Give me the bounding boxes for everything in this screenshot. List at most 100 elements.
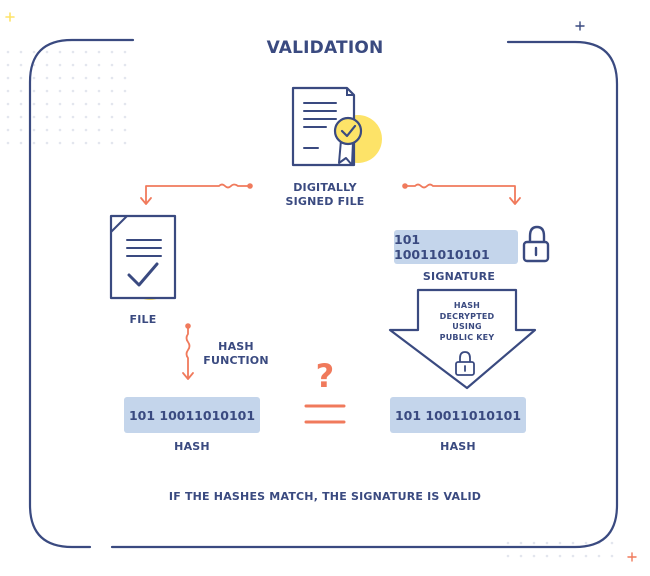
signed-file-label-line2: SIGNED FILE — [285, 195, 365, 208]
decor-dot — [45, 102, 49, 106]
decor-dot — [84, 141, 88, 145]
decor-dot — [6, 128, 10, 132]
decor-dot — [532, 541, 536, 545]
decor-dot — [571, 554, 575, 558]
decor-dot — [123, 76, 127, 80]
decor-dot — [84, 76, 88, 80]
decor-dot — [506, 554, 510, 558]
padlock-icon-small — [455, 351, 475, 376]
decor-dot — [558, 554, 562, 558]
decor-dot — [58, 128, 62, 132]
arrow-start-dot — [247, 183, 253, 189]
sparkle-icon-bottom-right — [627, 552, 637, 562]
decor-dot — [110, 141, 114, 145]
decrypt-label-line4: PUBLIC KEY — [439, 332, 495, 342]
padlock-icon — [522, 225, 550, 263]
decor-dot — [6, 63, 10, 67]
decor-dot — [110, 63, 114, 67]
decor-dot — [19, 89, 23, 93]
decor-dot — [571, 541, 575, 545]
decor-dot — [58, 141, 62, 145]
decor-dot — [58, 89, 62, 93]
decor-dot — [32, 115, 36, 119]
decor-dot — [506, 541, 510, 545]
dot-pattern-bottom-right — [506, 541, 614, 558]
decor-dot — [97, 128, 101, 132]
decor-dot — [84, 115, 88, 119]
decor-dot — [584, 541, 588, 545]
decrypt-label: HASH DECRYPTED USING PUBLIC KEY — [418, 301, 516, 343]
certificate-icon — [291, 86, 382, 167]
hash-function-label-line1: HASH — [218, 340, 254, 353]
decor-dot — [123, 128, 127, 132]
decor-dot — [97, 63, 101, 67]
decor-dot — [558, 541, 562, 545]
frame-outline — [28, 38, 619, 549]
hash-function-label: HASH FUNCTION — [196, 340, 276, 368]
sparkle-icon-top-left — [5, 12, 15, 22]
decor-dot — [597, 554, 601, 558]
decor-dot — [123, 102, 127, 106]
decor-dot — [584, 554, 588, 558]
decor-dot — [45, 50, 49, 54]
decor-dot — [123, 115, 127, 119]
decor-dot — [84, 50, 88, 54]
decor-dot — [110, 89, 114, 93]
decrypt-label-line3: USING — [452, 322, 482, 331]
decor-dot — [110, 128, 114, 132]
decor-dot — [32, 50, 36, 54]
decor-dot — [610, 541, 614, 545]
sparkle-icon-top-right — [575, 21, 585, 31]
decor-dot — [71, 76, 75, 80]
decor-dot — [45, 141, 49, 145]
diagram-title: VALIDATION — [266, 38, 384, 58]
decor-dot — [84, 128, 88, 132]
hash-right-value-box: 101 10011010101 — [390, 397, 526, 433]
decor-dot — [123, 50, 127, 54]
signature-value-box: 101 10011010101 — [394, 230, 518, 264]
decor-dot — [19, 63, 23, 67]
hash-left-value-box: 101 10011010101 — [124, 397, 260, 433]
decor-dot — [97, 102, 101, 106]
decor-dot — [97, 76, 101, 80]
decor-dot — [519, 554, 523, 558]
decor-dot — [110, 102, 114, 106]
decor-dot — [19, 102, 23, 106]
decrypt-arrow — [388, 288, 537, 390]
decor-dot — [6, 141, 10, 145]
arrow-hash-function — [182, 327, 194, 380]
decor-dot — [6, 102, 10, 106]
decor-dot — [58, 63, 62, 67]
document-icon — [109, 214, 177, 300]
decor-dot — [6, 115, 10, 119]
decor-dot — [97, 141, 101, 145]
decor-dot — [71, 63, 75, 67]
decor-dot — [32, 89, 36, 93]
decor-dot — [45, 76, 49, 80]
decor-dot — [84, 102, 88, 106]
decor-dot — [45, 89, 49, 93]
decor-dot — [123, 141, 127, 145]
file-label: FILE — [129, 313, 157, 326]
signature-label: SIGNATURE — [422, 270, 496, 283]
decor-dot — [123, 89, 127, 93]
footer-note: IF THE HASHES MATCH, THE SIGNATURE IS VA… — [168, 490, 482, 503]
decor-dot — [97, 115, 101, 119]
decor-dot — [19, 115, 23, 119]
decor-dot — [45, 115, 49, 119]
decrypt-label-line2: DECRYPTED — [439, 311, 495, 321]
decor-dot — [84, 89, 88, 93]
decor-dot — [519, 541, 523, 545]
decor-dot — [19, 141, 23, 145]
decor-dot — [45, 128, 49, 132]
decor-dot — [45, 63, 49, 67]
decor-dot — [110, 76, 114, 80]
question-mark-symbol: ? — [315, 357, 335, 395]
decor-dot — [32, 102, 36, 106]
decor-dot — [110, 115, 114, 119]
equals-symbol — [304, 404, 346, 424]
decrypt-label-line1: HASH — [453, 301, 481, 310]
decor-dot — [58, 50, 62, 54]
decor-dot — [32, 76, 36, 80]
